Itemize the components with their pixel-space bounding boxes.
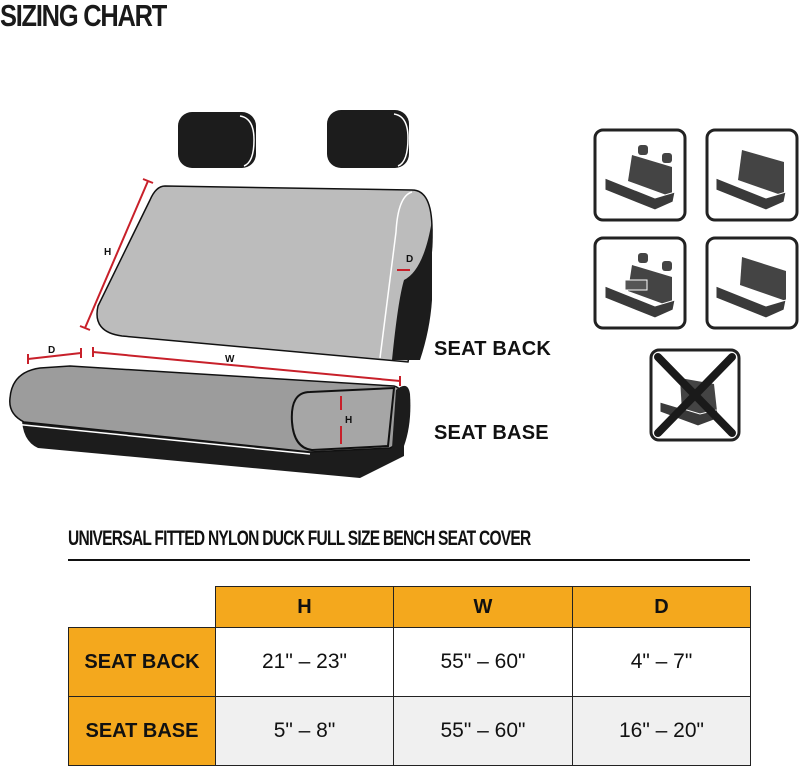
cell-seat-back-w: 55" – 60": [393, 627, 573, 697]
base-height-label: H: [345, 415, 352, 426]
bench-two-headrests-icon: [593, 128, 687, 222]
headrest-left: [178, 112, 256, 168]
table-row: SEAT BACK 21" – 23" 55" – 60" 4" – 7": [68, 627, 751, 697]
bench-integrated-headrests-icon: [705, 128, 799, 222]
seat-back-label: SEAT BACK: [434, 338, 551, 360]
row-header-seat-base: SEAT BASE: [68, 696, 216, 766]
bench-seat-diagram: H D D W H: [9, 110, 433, 478]
bucket-seat-not-compatible-icon: [649, 348, 741, 442]
seat-base-label: SEAT BASE: [434, 422, 549, 444]
cell-seat-back-d: 4" – 7": [572, 627, 751, 697]
back-height-label: H: [104, 247, 111, 258]
column-header-d: D: [572, 586, 751, 628]
bench-center-console-icon: [593, 236, 687, 330]
page-title: SIZING CHART: [0, 0, 167, 33]
cell-seat-base-w: 55" – 60": [393, 696, 573, 766]
seat-base-shape: [9, 365, 411, 478]
base-depth-label: D: [48, 345, 55, 356]
bench-no-headrests-icon: [705, 236, 799, 330]
cell-seat-base-d: 16" – 20": [572, 696, 751, 766]
row-header-seat-back: SEAT BACK: [68, 627, 216, 697]
column-header-w: W: [393, 586, 573, 628]
table-corner: [69, 587, 216, 628]
product-title: UNIVERSAL FITTED NYLON DUCK FULL SIZE BE…: [68, 527, 531, 550]
headrest-right: [327, 110, 409, 168]
table-header-row: H W D: [69, 586, 751, 628]
sizing-table: H W D SEAT BACK 21" – 23" 55" – 60" 4" –…: [68, 586, 751, 766]
divider: [68, 559, 750, 561]
table-row: SEAT BASE 5" – 8" 55" – 60" 16" – 20": [68, 696, 751, 766]
seat-back-shape: [96, 185, 433, 363]
compatibility-icons: [593, 128, 799, 442]
back-depth-label: D: [406, 254, 413, 265]
measure-lines: [27, 178, 410, 444]
cell-seat-back-h: 21" – 23": [215, 627, 394, 697]
column-header-h: H: [215, 586, 394, 628]
cell-seat-base-h: 5" – 8": [215, 696, 394, 766]
base-width-label: W: [225, 354, 235, 365]
